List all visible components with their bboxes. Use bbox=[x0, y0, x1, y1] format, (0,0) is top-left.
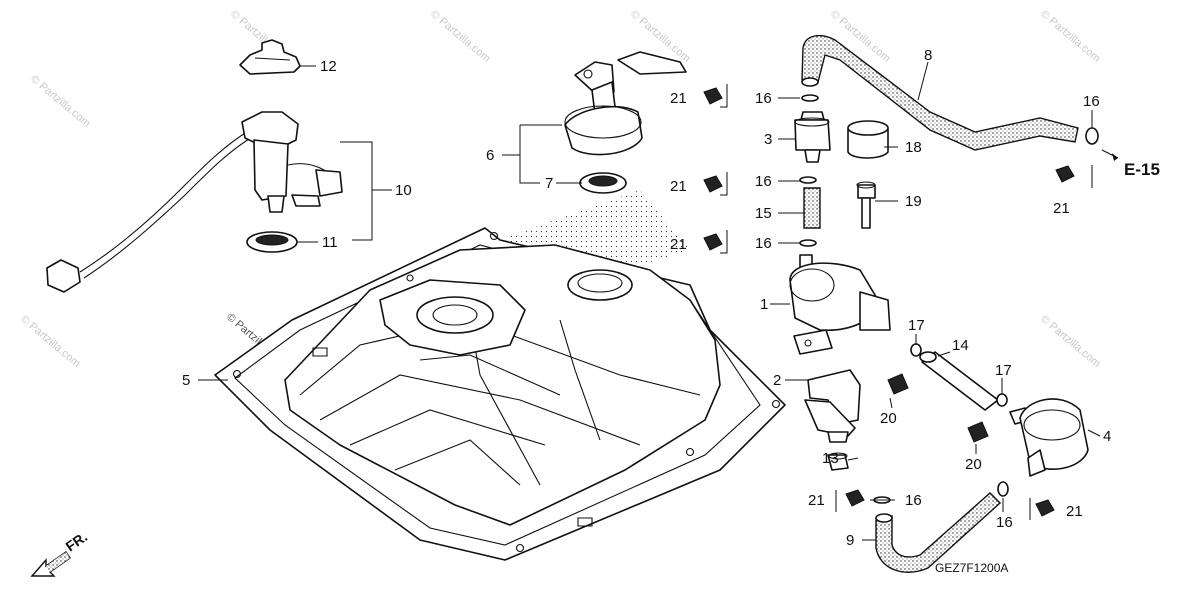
label-21: 21 bbox=[1066, 503, 1083, 520]
label-2: 2 bbox=[773, 372, 781, 389]
filter-part-3 bbox=[794, 111, 831, 163]
clamp-part-20 bbox=[887, 373, 989, 443]
label-17: 17 bbox=[908, 317, 925, 334]
label-15: 15 bbox=[755, 205, 772, 222]
canister-part-4 bbox=[1009, 398, 1089, 477]
label-3: 3 bbox=[764, 131, 772, 148]
label-16: 16 bbox=[755, 235, 772, 252]
label-14: 14 bbox=[952, 337, 969, 354]
bracket-part-2 bbox=[804, 369, 861, 443]
label-16: 16 bbox=[755, 173, 772, 190]
gasket-part-7 bbox=[579, 172, 627, 194]
hose-part-9 bbox=[875, 492, 1002, 573]
fuel-pump-part-10 bbox=[46, 111, 343, 293]
part-labels: 1 2 3 4 5 6 7 8 9 10 11 12 13 14 15 16 1… bbox=[182, 47, 1160, 549]
label-21: 21 bbox=[670, 178, 687, 195]
watermark: © Partzilla.com bbox=[428, 8, 492, 65]
label-7: 7 bbox=[545, 175, 553, 192]
label-16: 16 bbox=[1083, 93, 1100, 110]
label-12: 12 bbox=[320, 58, 337, 75]
label-5: 5 bbox=[182, 372, 190, 389]
tube-part-15 bbox=[803, 187, 821, 229]
packing-part-11 bbox=[246, 231, 298, 253]
label-9: 9 bbox=[846, 532, 854, 549]
watermark: © Partzilla.com bbox=[1038, 8, 1102, 65]
tube-part-14 bbox=[919, 351, 999, 411]
label-16: 16 bbox=[996, 514, 1013, 531]
hose-part-8 bbox=[801, 34, 1079, 151]
label-18: 18 bbox=[905, 139, 922, 156]
label-21: 21 bbox=[670, 236, 687, 253]
label-21: 21 bbox=[808, 492, 825, 509]
label-20: 20 bbox=[880, 410, 897, 427]
fuel-tank-part-5 bbox=[214, 190, 786, 561]
label-8: 8 bbox=[924, 47, 932, 64]
fuel-cap-part-6 bbox=[564, 51, 687, 156]
watermark: © Partzilla.com bbox=[18, 313, 82, 370]
label-1: 1 bbox=[760, 296, 768, 313]
label-10: 10 bbox=[395, 182, 412, 199]
collar-part-18 bbox=[847, 120, 889, 159]
leader-lines bbox=[198, 61, 1119, 541]
label-17: 17 bbox=[995, 362, 1012, 379]
clamp-part-16 bbox=[799, 94, 1099, 504]
label-16: 16 bbox=[755, 90, 772, 107]
label-21: 21 bbox=[670, 90, 687, 107]
nut-part-13 bbox=[827, 452, 849, 471]
label-13: 13 bbox=[822, 450, 839, 467]
diagram-code: GEZ7F1200A bbox=[935, 561, 1008, 575]
front-direction-indicator: FR. bbox=[30, 528, 91, 577]
reference-e15: E-15 bbox=[1124, 160, 1160, 179]
pump-part-1 bbox=[789, 254, 891, 355]
clamp-part-21 bbox=[703, 84, 1093, 520]
watermark: © Partzilla.com bbox=[28, 73, 92, 130]
label-19: 19 bbox=[905, 193, 922, 210]
watermark: © Partzilla.com bbox=[1038, 313, 1102, 370]
cap-part-12 bbox=[239, 39, 301, 75]
label-4: 4 bbox=[1103, 428, 1111, 445]
label-6: 6 bbox=[486, 147, 494, 164]
label-11: 11 bbox=[322, 234, 338, 251]
front-label: FR. bbox=[63, 528, 91, 554]
label-16: 16 bbox=[905, 492, 922, 509]
label-21: 21 bbox=[1053, 200, 1070, 217]
label-20: 20 bbox=[965, 456, 982, 473]
bolt-part-19 bbox=[856, 181, 876, 229]
